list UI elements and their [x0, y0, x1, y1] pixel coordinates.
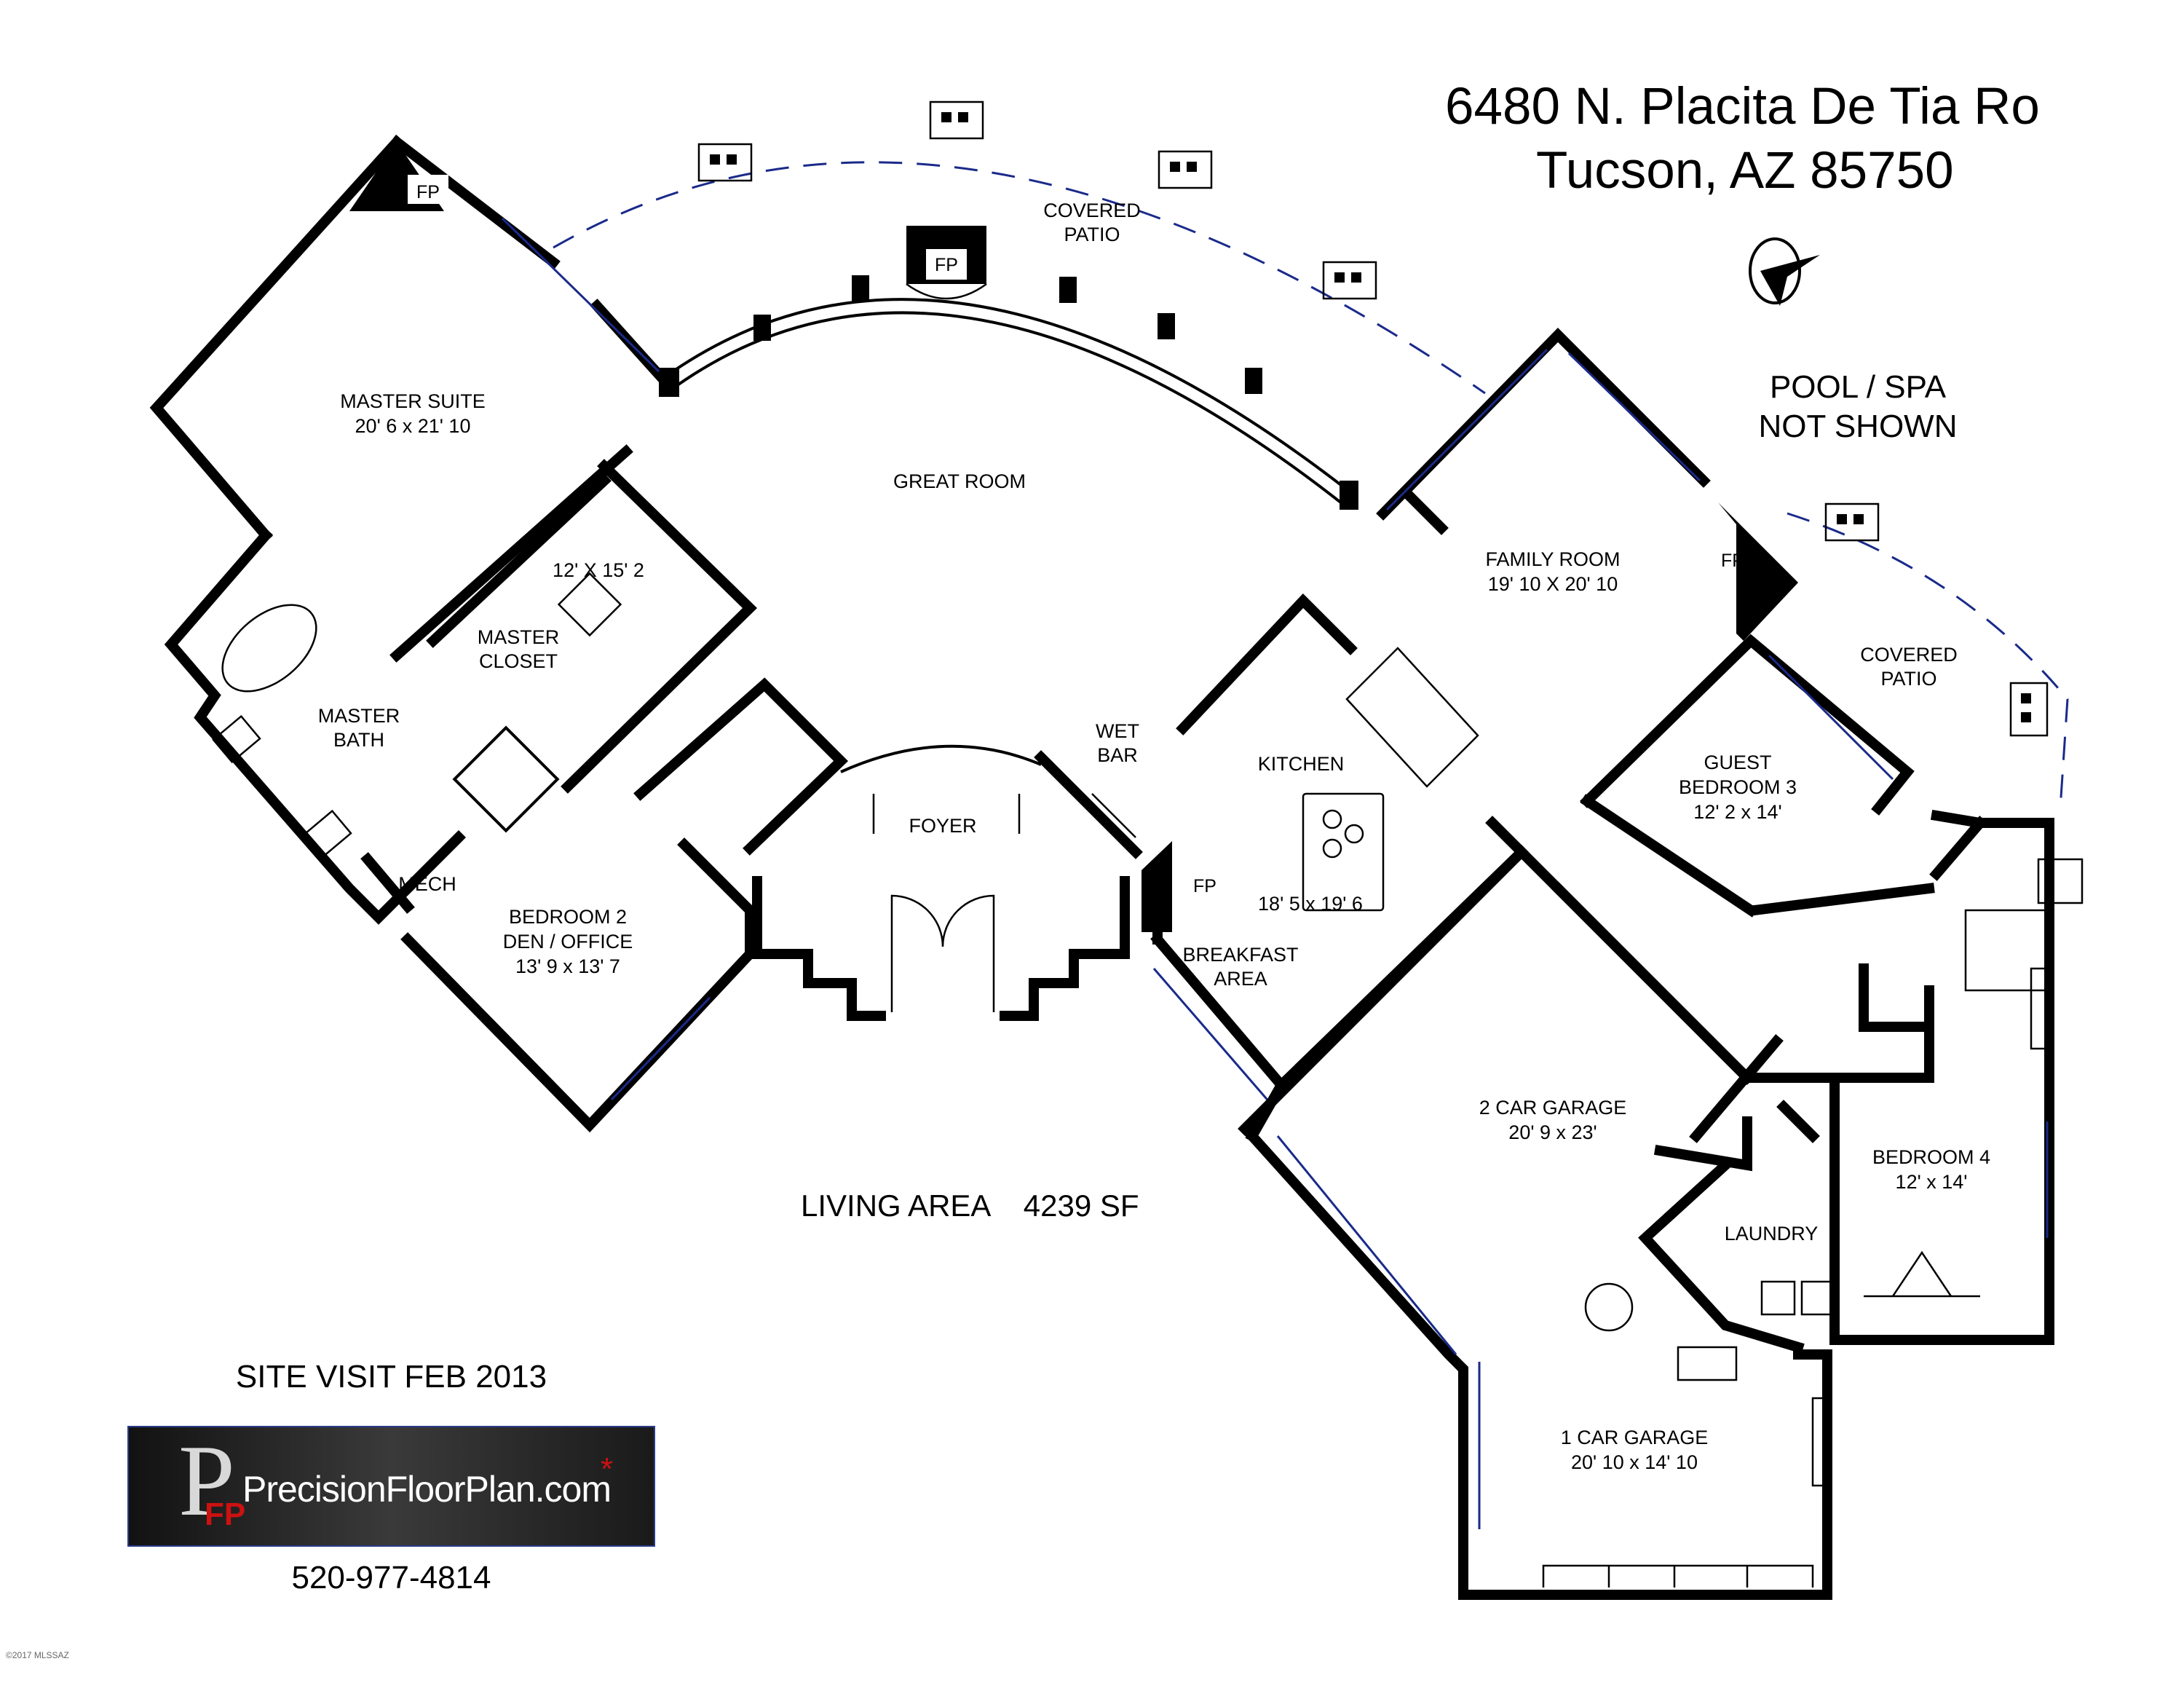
room-name-patio-north-2: PATIO	[1064, 224, 1120, 245]
room-name-garage2: 2 CAR GARAGE	[1479, 1097, 1627, 1119]
room-name-patio-east-2: PATIO	[1880, 668, 1936, 690]
garage-doors	[1542, 1564, 1814, 1588]
room-name-laundry: LAUNDRY	[1725, 1223, 1819, 1245]
room-name-breakfast-2: AREA	[1214, 968, 1267, 990]
site-visit-note: SITE VISIT FEB 2013	[235, 1359, 547, 1395]
room-name-breakfast-1: BREAKFAST	[1182, 944, 1298, 966]
fireplace-master: FP	[349, 142, 448, 211]
breakfast-window	[1152, 968, 1272, 1104]
logo-letter: P	[178, 1424, 235, 1537]
room-dims-garage2: 20' 9 x 23'	[1508, 1121, 1597, 1143]
logo-text: PrecisionFloorPlan.com	[242, 1469, 612, 1510]
room-name-family-room: FAMILY ROOM	[1485, 548, 1620, 570]
master-closet-walls	[426, 459, 758, 794]
room-garage1: 1 CAR GARAGE 20' 10 x 14' 10	[1561, 1427, 1709, 1473]
master-bath-walls	[164, 528, 466, 925]
room-name-mech: MECH	[398, 873, 456, 895]
covered-patio-outline	[553, 161, 1486, 395]
guest-bedroom3-window	[1768, 654, 1894, 781]
master-suite-walls	[149, 135, 670, 663]
bedroom2-walls	[400, 830, 755, 1133]
foyer-doors	[890, 894, 995, 1012]
room-dims-bedroom2: 13' 9 x 13' 7	[515, 955, 620, 977]
fireplace-kitchen-label: FP	[1193, 876, 1216, 896]
room-kitchen: KITCHEN 18' 5 x 19' 6	[1258, 753, 1363, 915]
room-garage2: 2 CAR GARAGE 20' 9 x 23'	[1479, 1097, 1627, 1143]
great-room-arc-piers	[659, 275, 1358, 510]
hall-walls	[1551, 881, 1820, 1143]
room-master-closet: 12' X 15' 2 MASTER CLOSET	[478, 559, 644, 672]
great-room-arc-wall-inner	[670, 311, 1347, 508]
garage-window	[1276, 1135, 1481, 1529]
room-name-patio-north-1: COVERED	[1043, 200, 1141, 221]
room-covered-patio-north: COVERED PATIO	[1043, 200, 1141, 245]
room-name-bedroom2-2: DEN / OFFICE	[503, 931, 633, 953]
room-name-bedroom2-1: BEDROOM 2	[509, 906, 627, 928]
room-bedroom2: BEDROOM 2 DEN / OFFICE 13' 9 x 13' 7	[503, 906, 633, 977]
family-fp-box	[1718, 502, 1798, 641]
bedroom2-window	[610, 996, 711, 1101]
wet-bar-walls	[1034, 750, 1163, 944]
bath-bed4-walls	[1829, 809, 2054, 1345]
room-dims-bedroom4: 12' x 14'	[1896, 1171, 1968, 1193]
fireplace-kitchen	[1142, 841, 1172, 932]
room-name-kitchen: KITCHEN	[1258, 753, 1345, 775]
room-name-great-room: GREAT ROOM	[893, 470, 1026, 492]
room-dims-garage1: 20' 10 x 14' 10	[1571, 1451, 1698, 1473]
fireplace-great-room-label: FP	[935, 255, 958, 275]
room-name-bedroom4: BEDROOM 4	[1872, 1146, 1990, 1168]
copyright-note: ©2017 MLSSAZ	[6, 1650, 69, 1660]
patio-posts	[697, 100, 2049, 737]
room-name-guest-bedroom3-2: BEDROOM 3	[1679, 776, 1797, 798]
covered-patio-east-outline	[1787, 512, 2069, 809]
room-dims-master-closet: 12' X 15' 2	[553, 559, 644, 581]
room-name-master-closet-2: CLOSET	[479, 650, 558, 672]
room-name-master-bath-2: BATH	[333, 729, 384, 751]
hall-bath-walls	[633, 677, 849, 918]
room-name-garage1: 1 CAR GARAGE	[1561, 1427, 1709, 1448]
room-name-master-bath-1: MASTER	[318, 705, 400, 727]
room-dims-master-suite: 20' 6 x 21' 10	[355, 415, 471, 437]
logo-star-icon: *	[601, 1451, 614, 1487]
fixtures	[212, 572, 2084, 1487]
pool-note-line1: POOL / SPA	[1770, 369, 1947, 405]
room-family-room: FAMILY ROOM 19' 10 X 20' 10	[1485, 548, 1620, 595]
kitchen-walls	[1150, 593, 1529, 1143]
great-room-arc-wall	[661, 298, 1356, 497]
north-arrow-icon	[1749, 237, 1820, 306]
address-line2: Tucson, AZ 85750	[1536, 142, 1954, 200]
fireplace-great-room: FP	[906, 226, 987, 300]
fireplace-family-label: FP	[1721, 551, 1744, 571]
room-dims-guest-bedroom3: 12' 2 x 14'	[1693, 801, 1781, 823]
family-room-window	[1385, 348, 1701, 511]
room-name-master-closet-1: MASTER	[478, 626, 560, 648]
logo-mark: FP	[205, 1496, 246, 1532]
room-breakfast: BREAKFAST AREA	[1182, 944, 1298, 990]
room-master-suite: MASTER SUITE 20' 6 x 21' 10	[340, 390, 486, 437]
room-bedroom4: BEDROOM 4 12' x 14'	[1872, 1146, 1990, 1193]
room-dims-family-room: 19' 10 X 20' 10	[1488, 573, 1618, 595]
master-suite-window	[501, 217, 660, 373]
room-master-bath: MASTER BATH	[318, 705, 400, 751]
room-name-guest-bedroom3-1: GUEST	[1704, 752, 1771, 773]
room-dims-kitchen: 18' 5 x 19' 6	[1258, 893, 1363, 915]
room-covered-patio-east: COVERED PATIO	[1860, 644, 1958, 690]
living-area-note: LIVING AREA 4239 SF	[801, 1188, 1139, 1223]
room-name-foyer: FOYER	[909, 815, 976, 837]
room-name-wet-bar-2: BAR	[1097, 744, 1138, 766]
foyer-walls	[752, 876, 1130, 1021]
address-line1: 6480 N. Placita De Tia Ro	[1445, 78, 2040, 135]
guest-bedroom3-walls	[1580, 634, 1935, 918]
fireplace-master-label: FP	[416, 182, 440, 202]
company-logo: P FP PrecisionFloorPlan.com *	[127, 1426, 655, 1547]
room-guest-bedroom3: GUEST BEDROOM 3 12' 2 x 14'	[1679, 752, 1797, 823]
phone-number: 520-977-4814	[291, 1560, 491, 1596]
foyer-arc	[840, 744, 1042, 773]
room-name-wet-bar-1: WET	[1096, 720, 1139, 742]
room-name-master-suite: MASTER SUITE	[340, 390, 486, 412]
room-wet-bar: WET BAR	[1096, 720, 1139, 766]
room-name-patio-east-1: COVERED	[1860, 644, 1958, 666]
pool-note-line2: NOT SHOWN	[1759, 409, 1958, 444]
